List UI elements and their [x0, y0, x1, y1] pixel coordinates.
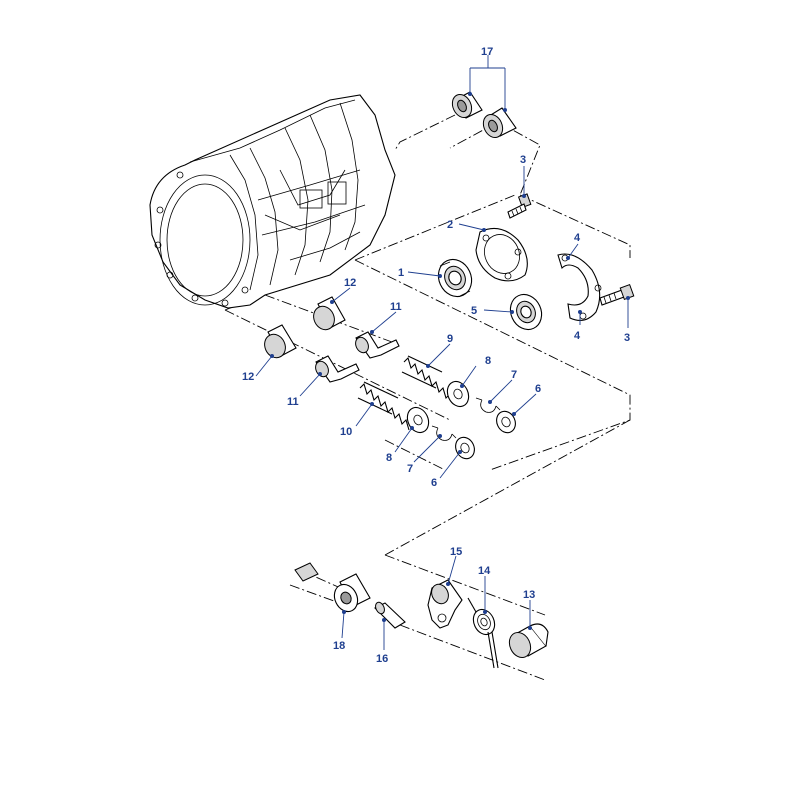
part-3-bolt-right[interactable]	[599, 284, 635, 306]
part-14-spring[interactable]	[467, 597, 499, 669]
part-8-washer-lower[interactable]	[403, 404, 432, 436]
callout-13[interactable]: 13	[523, 589, 535, 601]
part-17-bushes[interactable]	[449, 91, 517, 140]
callout-11-upper[interactable]: 11	[390, 301, 402, 313]
callout-3-upper[interactable]: 3	[520, 154, 526, 166]
part-13-cap[interactable]	[505, 623, 549, 661]
callout-4-upper[interactable]: 4	[574, 232, 581, 244]
transmission-case	[149, 94, 396, 309]
callout-14[interactable]: 14	[478, 565, 491, 577]
part-15-lever[interactable]	[427, 579, 463, 629]
callout-8-lower[interactable]: 8	[386, 452, 392, 464]
callout-labels: 17 3 2 4 1 12 3 5 4 11 9 12 8 7 6 11 10 …	[242, 46, 630, 665]
part-5-bearing[interactable]	[505, 289, 547, 334]
callout-1[interactable]: 1	[398, 267, 404, 279]
part-6-disc-upper[interactable]	[493, 408, 519, 436]
callout-12-lower[interactable]: 12	[242, 371, 254, 383]
selector-pad[interactable]	[294, 562, 319, 582]
part-11-pin-lower[interactable]	[313, 355, 360, 383]
callout-16[interactable]: 16	[376, 653, 388, 665]
part-18-bush[interactable]	[330, 573, 371, 615]
part-16-pin[interactable]	[374, 601, 406, 629]
callout-6-lower[interactable]: 6	[431, 477, 437, 489]
part-7-circlip-lower[interactable]	[431, 425, 457, 441]
callout-2[interactable]: 2	[447, 219, 453, 231]
callout-5[interactable]: 5	[471, 305, 477, 317]
callout-12-upper[interactable]: 12	[344, 277, 356, 289]
part-8-washer-upper[interactable]	[443, 378, 472, 410]
part-7-circlip-upper[interactable]	[475, 397, 501, 413]
part-12-plunger-lower[interactable]	[261, 324, 297, 361]
part-3-bolt-upper[interactable]	[507, 193, 532, 219]
callout-10[interactable]: 10	[340, 426, 352, 438]
part-9-spring[interactable]	[401, 355, 454, 405]
part-10-spring[interactable]	[357, 381, 410, 431]
callout-8-upper[interactable]: 8	[485, 355, 491, 367]
callout-4-lower[interactable]: 4	[574, 330, 581, 342]
callout-17[interactable]: 17	[481, 46, 493, 58]
callout-7-upper[interactable]: 7	[511, 369, 517, 381]
part-2-gasket[interactable]	[475, 227, 528, 282]
callout-18[interactable]: 18	[333, 640, 345, 652]
callout-11-lower[interactable]: 11	[287, 396, 299, 408]
callout-6-upper[interactable]: 6	[535, 383, 541, 395]
callout-3-right[interactable]: 3	[624, 332, 630, 344]
part-11-pin-upper[interactable]	[353, 331, 400, 359]
callout-9[interactable]: 9	[447, 333, 453, 345]
part-12-plunger-upper[interactable]	[310, 296, 346, 333]
part-1-bearing[interactable]	[432, 254, 477, 302]
callout-7-lower[interactable]: 7	[407, 463, 413, 475]
leader-lines	[255, 55, 630, 650]
callout-15[interactable]: 15	[450, 546, 462, 558]
part-4-retainer[interactable]	[557, 253, 602, 321]
